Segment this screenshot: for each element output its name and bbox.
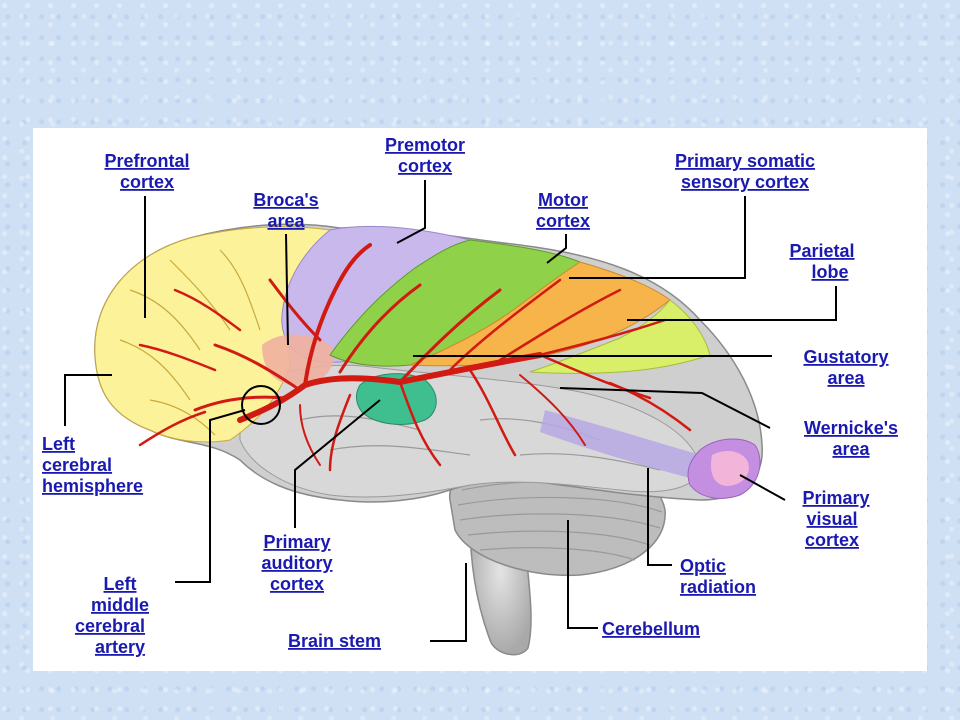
label-hemisphere-line-3: hemisphere [42,476,143,496]
label-gustatory-area: Gustatory area [803,347,888,388]
label-visual-line-1: Primary [802,488,869,508]
label-cerebellum: Cerebellum [602,619,700,639]
label-optic-line-1: Optic [680,556,726,576]
label-auditory-line-2: auditory [261,553,332,573]
label-premotor-cortex: Premotor cortex [385,135,465,176]
label-parietal-line-2: lobe [811,262,848,282]
label-motor-line-1: Motor [538,190,588,210]
label-wernicke-area: Wernicke's area [804,418,898,459]
label-artery-line-3: cerebral [75,616,145,636]
label-gustatory-line-2: area [827,368,865,388]
label-somatic-line-1: Primary somatic [675,151,815,171]
label-auditory-line-3: cortex [270,574,324,594]
label-prefrontal-line-2: cortex [120,172,174,192]
label-somatic-line-2: sensory cortex [681,172,809,192]
label-primary-auditory-cortex: Primary auditory cortex [261,532,332,594]
label-broca-line-2: area [267,211,305,231]
label-wernicke-line-1: Wernicke's [804,418,898,438]
label-prefrontal-line-1: Prefrontal [104,151,189,171]
label-artery-line-2: middle [91,595,149,615]
label-primary-somatic-sensory: Primary somatic sensory cortex [675,151,815,192]
optic-radiation-region [540,410,700,478]
label-premotor-line-2: cortex [398,156,452,176]
label-broca-line-1: Broca's [253,190,318,210]
auditory-cortex-region [356,373,437,425]
label-broca-area: Broca's area [253,190,318,231]
visual-cortex-inner [710,450,749,486]
label-cerebellum-line-1: Cerebellum [602,619,700,639]
label-auditory-line-1: Primary [263,532,330,552]
label-visual-line-3: cortex [805,530,859,550]
label-left-middle-cerebral-artery: Left middle cerebral artery [75,574,149,657]
label-artery-line-4: artery [95,637,145,657]
label-motor-cortex: Motor cortex [536,190,590,231]
label-gustatory-line-1: Gustatory [803,347,888,367]
label-wernicke-line-2: area [832,439,870,459]
broca-area-region [262,334,334,386]
label-brain-stem: Brain stem [288,631,381,651]
label-optic-radiation: Optic radiation [680,556,756,597]
leader-lines [64,180,837,642]
label-parietal-lobe: Parietal lobe [789,241,854,282]
label-hemisphere-line-1: Left [42,434,75,454]
label-hemisphere-line-2: cerebral [42,455,112,475]
label-left-cerebral-hemisphere: Left cerebral hemisphere [42,434,143,496]
label-optic-line-2: radiation [680,577,756,597]
label-premotor-line-1: Premotor [385,135,465,155]
label-visual-line-2: visual [806,509,857,529]
label-primary-visual-cortex: Primary visual cortex [802,488,869,550]
label-artery-line-1: Left [104,574,137,594]
artery-origin-circle [241,385,281,425]
label-motor-line-2: cortex [536,211,590,231]
label-parietal-line-1: Parietal [789,241,854,261]
label-brainstem-line-1: Brain stem [288,631,381,651]
label-prefrontal-cortex: Prefrontal cortex [104,151,189,192]
